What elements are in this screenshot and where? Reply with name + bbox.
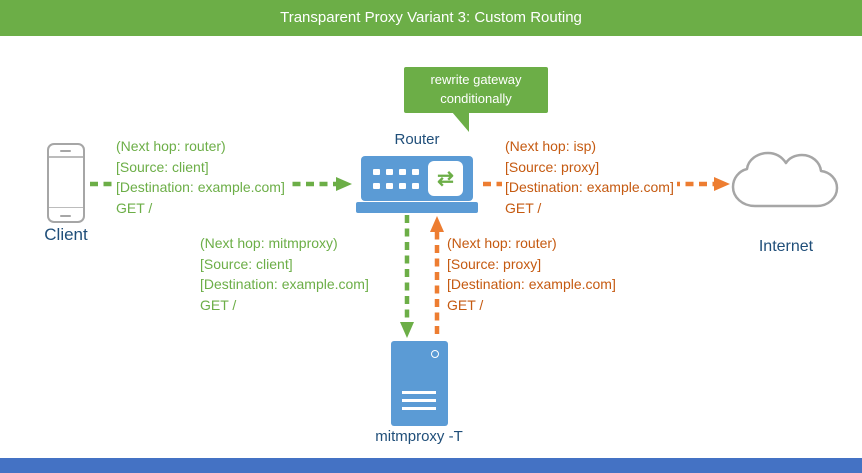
- router-port-icon: [386, 169, 393, 175]
- callout-pointer: [452, 112, 469, 132]
- router-port-icon: [412, 183, 419, 189]
- flow-line: [Source: proxy]: [447, 255, 542, 272]
- router-port-icon: [399, 183, 406, 189]
- router-port-icon: [386, 183, 393, 189]
- callout-text: rewrite gateway conditionally: [430, 72, 522, 106]
- server-led-icon: [431, 350, 439, 358]
- mitmproxy-label: mitmproxy -T: [375, 428, 463, 445]
- internet-label: Internet: [758, 238, 814, 255]
- router-port-icon: [373, 183, 380, 189]
- flow-text-router-to-mitmproxy: (Next hop: mitmproxy) [Source: client] […: [197, 232, 372, 316]
- flow-line: [Destination: example.com]: [200, 276, 369, 292]
- phone-speaker-icon: [60, 150, 71, 152]
- flow-text-client-to-router: (Next hop: router) [Source: client] [Des…: [113, 135, 288, 219]
- flow-arrow-router-to-mitmproxy: [400, 215, 414, 338]
- internet-cloud-icon: [731, 151, 839, 208]
- flow-text-router-to-internet: (Next hop: isp) [Source: proxy] [Destina…: [502, 135, 677, 219]
- flow-text-mitmproxy-to-router: (Next hop: router) [Source: proxy] [Dest…: [444, 232, 619, 316]
- callout-rewrite-gateway: rewrite gateway conditionally: [404, 67, 548, 113]
- phone-screen-divider: [49, 156, 83, 158]
- flow-line: GET /: [505, 199, 542, 216]
- client-phone-icon: [47, 143, 85, 223]
- server-vent-line: [402, 391, 436, 394]
- flow-line: [Source: client]: [200, 255, 293, 272]
- routing-arrows-icon: ⇄: [428, 161, 463, 196]
- flow-line: [Destination: example.com]: [116, 179, 285, 195]
- header-bar: Transparent Proxy Variant 3: Custom Rout…: [0, 0, 862, 36]
- flow-line: GET /: [116, 199, 153, 216]
- flow-line: GET /: [447, 296, 484, 313]
- client-label: Client: [44, 225, 88, 244]
- flow-line: (Next hop: mitmproxy): [200, 235, 338, 251]
- flow-line: (Next hop: router): [116, 138, 226, 154]
- router-base: [356, 202, 478, 213]
- page-title: Transparent Proxy Variant 3: Custom Rout…: [280, 9, 582, 26]
- router-icon: ⇄: [356, 156, 478, 213]
- flow-line: [Destination: example.com]: [447, 276, 616, 292]
- router-port-icon: [399, 169, 406, 175]
- router-port-icon: [373, 169, 380, 175]
- flow-line: (Next hop: isp): [505, 138, 597, 154]
- footer-bar: [0, 458, 862, 473]
- routing-arrows-glyph: ⇄: [437, 168, 454, 190]
- phone-screen-divider: [49, 206, 83, 208]
- phone-home-button-icon: [60, 214, 71, 217]
- flow-line: [Destination: example.com]: [505, 179, 674, 195]
- server-vent-line: [402, 407, 436, 410]
- server-vent-line: [402, 399, 436, 402]
- router-port-icon: [412, 169, 419, 175]
- flow-line: [Source: client]: [116, 158, 209, 175]
- flow-line: (Next hop: router): [447, 235, 557, 251]
- mitmproxy-server-icon: [391, 341, 448, 426]
- router-label: Router: [394, 131, 440, 148]
- flow-line: GET /: [200, 296, 237, 313]
- flow-line: [Source: proxy]: [505, 158, 600, 175]
- flow-arrow-mitmproxy-to-router: [430, 216, 444, 334]
